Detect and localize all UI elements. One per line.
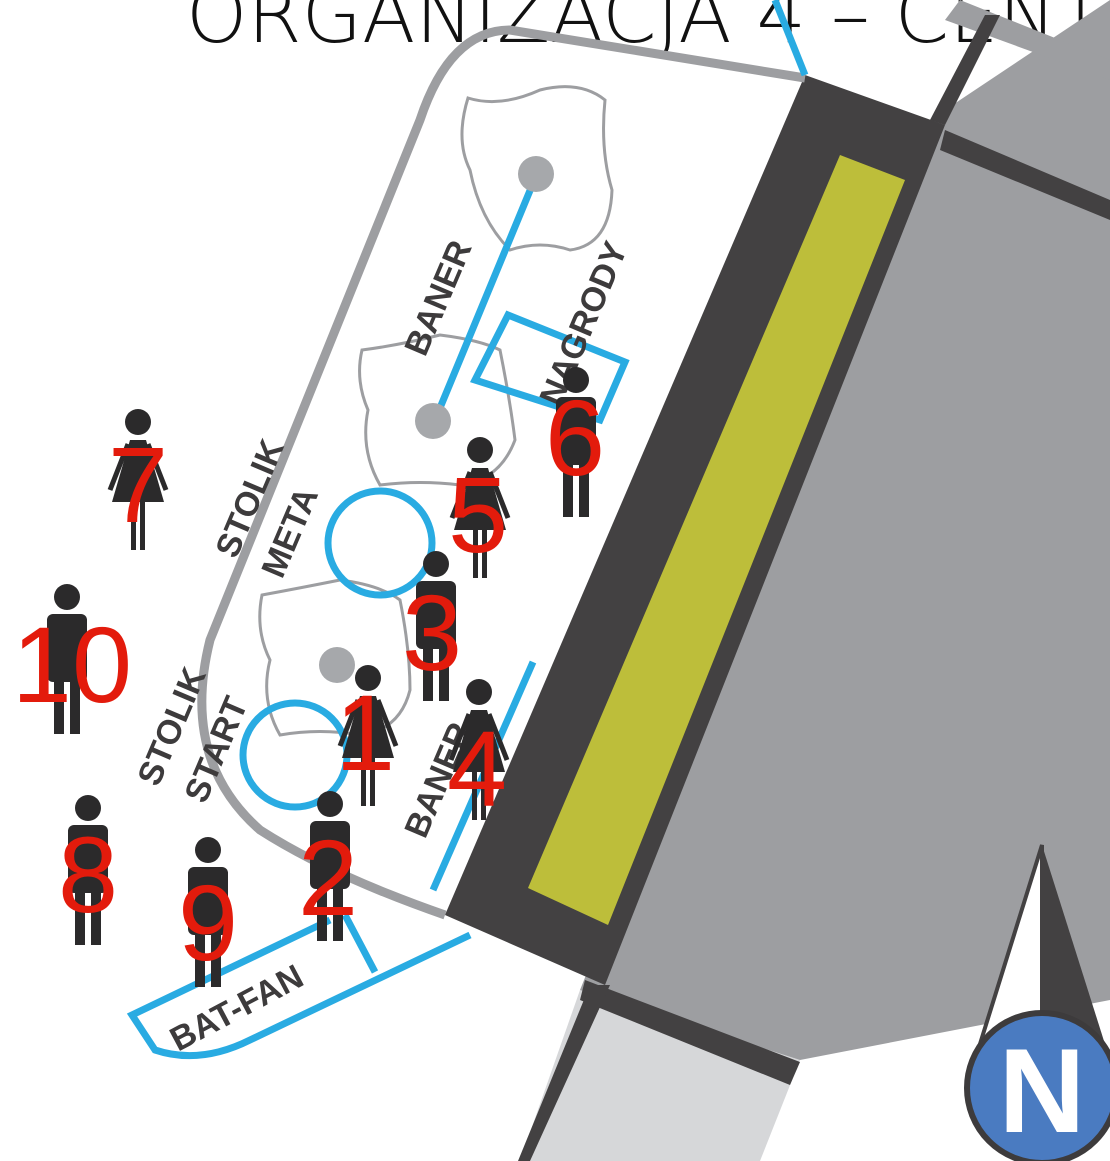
person-arm — [487, 471, 511, 519]
batfan-divider — [341, 913, 379, 974]
person-number: 1 — [335, 672, 395, 793]
road-light-segment — [520, 990, 800, 1161]
person-body — [556, 397, 596, 465]
person-arm — [486, 713, 510, 761]
tent-middle — [358, 333, 517, 487]
compass-needle-dark — [1042, 845, 1110, 1060]
person-10: 10 — [12, 584, 132, 734]
person-arm — [449, 471, 473, 519]
person-leg — [75, 890, 85, 945]
person-4: 4 — [447, 679, 510, 829]
person-number: 2 — [298, 817, 358, 938]
finish-table — [324, 487, 436, 599]
person-body — [310, 821, 350, 889]
person-number: 7 — [108, 424, 168, 545]
person-leg — [91, 890, 101, 945]
person-body — [188, 867, 228, 935]
road-edge-top — [930, 15, 1000, 125]
person-leg — [140, 502, 145, 550]
person-head — [75, 795, 101, 821]
person-body — [342, 696, 394, 758]
banner-top-line — [431, 174, 540, 422]
person-head — [195, 837, 221, 863]
person-leg — [563, 462, 573, 517]
person-leg — [579, 462, 589, 517]
pole-marker — [415, 403, 451, 439]
person-leg — [361, 758, 366, 806]
person-5: 5 — [448, 437, 511, 578]
person-number: 10 — [12, 604, 132, 725]
person-2: 2 — [298, 791, 358, 941]
person-arm — [337, 699, 361, 747]
person-leg — [195, 932, 205, 987]
road-area — [445, 0, 1110, 1161]
person-arm — [375, 699, 399, 747]
person-head — [54, 584, 80, 610]
field-lime — [528, 155, 905, 925]
person-head — [563, 367, 589, 393]
person-head — [467, 437, 493, 463]
tent-top — [460, 85, 614, 252]
person-number: 9 — [178, 862, 238, 983]
person-head — [125, 409, 151, 435]
road-edge-left — [518, 985, 610, 1161]
person-body — [454, 468, 506, 530]
road-grey — [580, 0, 1110, 1060]
person-head — [466, 679, 492, 705]
person-3: 3 — [402, 551, 462, 701]
person-leg — [211, 932, 221, 987]
person-number: 4 — [447, 708, 507, 829]
person-6: 6 — [545, 367, 605, 517]
person-head — [317, 791, 343, 817]
compass: N — [964, 844, 1110, 1161]
person-arm — [107, 443, 131, 491]
person-number: 6 — [545, 377, 605, 498]
person-head — [355, 665, 381, 691]
person-body — [453, 710, 505, 772]
prize-table — [470, 310, 630, 425]
person-number: 5 — [448, 454, 508, 575]
person-arm — [145, 443, 169, 491]
person-number: 3 — [402, 572, 462, 693]
person-number: 8 — [58, 814, 118, 935]
compass-circle — [964, 1010, 1110, 1161]
person-leg — [473, 530, 478, 578]
person-leg — [131, 502, 136, 550]
pole-marker — [518, 156, 554, 192]
person-leg — [370, 758, 375, 806]
person-leg — [472, 772, 477, 820]
pole-marker — [319, 647, 355, 683]
person-arm — [448, 713, 472, 761]
route-lines — [126, 0, 809, 1060]
person-body — [68, 825, 108, 893]
person-leg — [482, 530, 487, 578]
person-8: 8 — [58, 795, 118, 945]
person-head — [423, 551, 449, 577]
person-body — [416, 581, 456, 649]
person-leg — [70, 679, 80, 734]
person-leg — [54, 679, 64, 734]
person-leg — [481, 772, 486, 820]
road-edge — [580, 980, 800, 1085]
compass-letter: N — [999, 1024, 1086, 1158]
route-entry — [771, 0, 809, 77]
person-leg — [317, 886, 327, 941]
road-stripe — [940, 130, 1110, 220]
person-leg — [333, 886, 343, 941]
person-7: 7 — [107, 409, 169, 550]
person-leg — [439, 646, 449, 701]
person-leg — [423, 646, 433, 701]
person-9: 9 — [178, 837, 238, 987]
person-1: 1 — [335, 665, 399, 806]
person-body — [112, 440, 164, 502]
person-body — [47, 614, 87, 682]
batfan-area — [126, 916, 472, 1060]
